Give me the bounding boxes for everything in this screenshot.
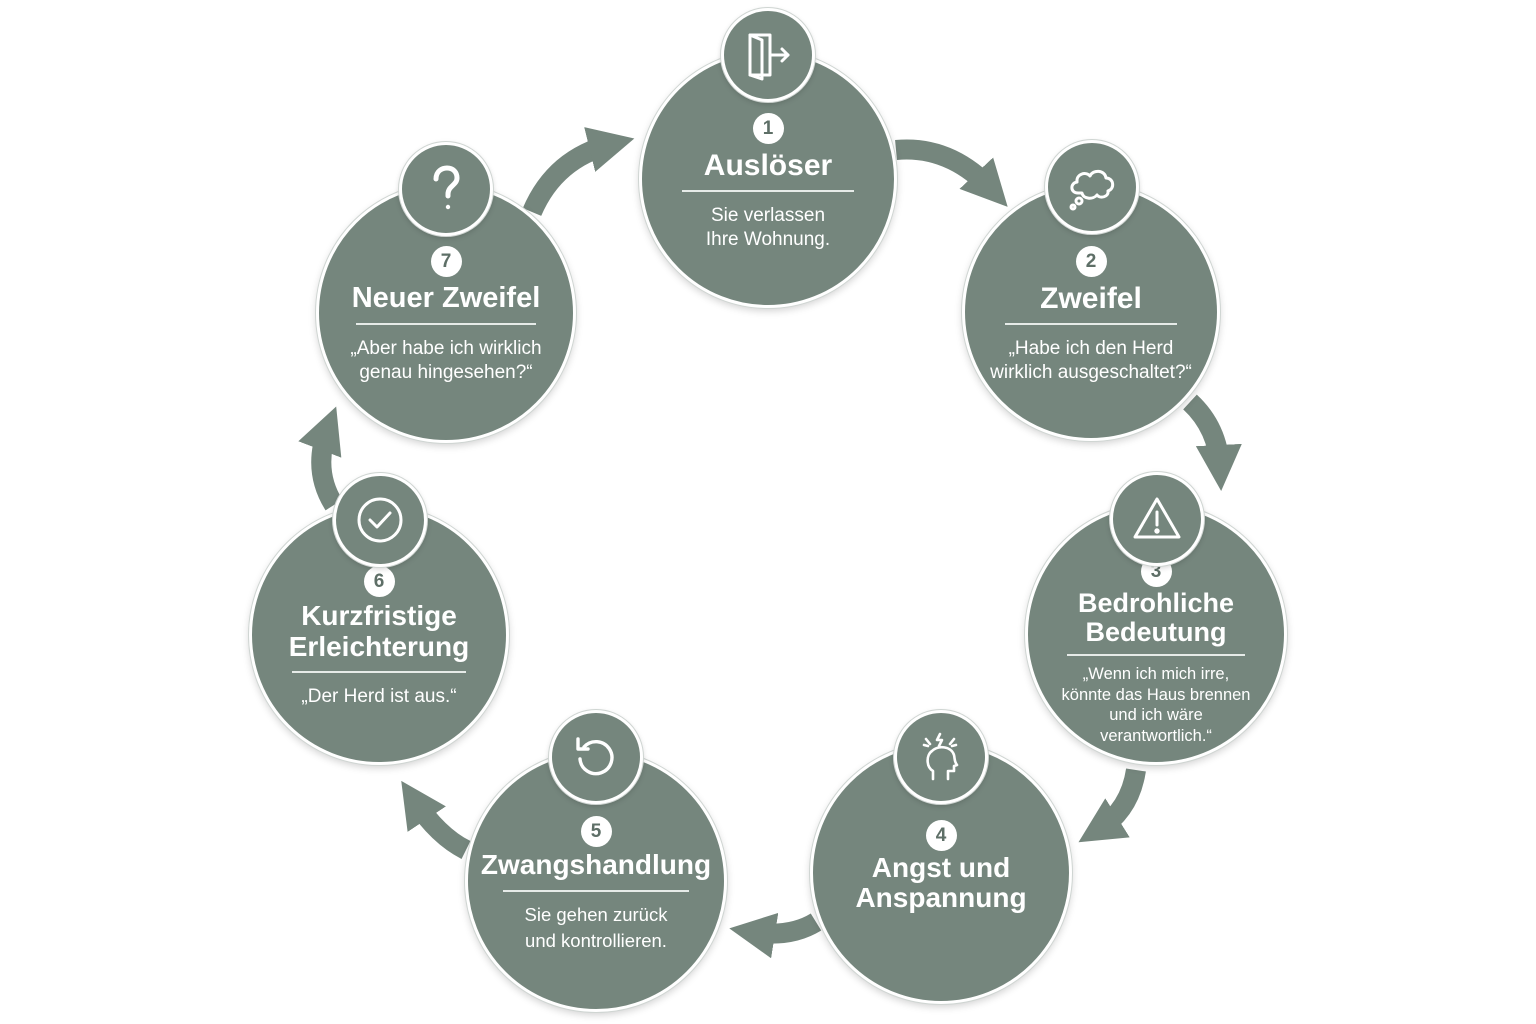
step-5-divider [503,890,689,892]
step-7-icon-badge [399,142,493,236]
step-4-icon-badge [894,710,988,804]
thought-bubble-icon [1069,169,1115,211]
stressed-head-icon [922,732,959,781]
step-6-description: „Der Herd ist aus.“ [301,686,457,707]
step-2-divider [1005,323,1177,325]
step-7-title: Neuer Zweifel [351,282,541,314]
repeat-arrow-icon [576,737,614,776]
step-4-number-badge: 4 [925,820,957,851]
warning-triangle-icon [1133,497,1181,539]
step-3-description: „Wenn ich mich irre, könnte das Haus bre… [1061,665,1251,745]
step-3-divider [1067,654,1245,656]
arrow-4-to-5 [729,912,822,959]
step-2-number-badge: 2 [1075,246,1107,277]
step-7-divider [356,323,536,325]
arrow-7-to-1 [522,127,635,217]
arrow-3-to-4 [1078,768,1146,843]
check-circle-icon [357,497,403,543]
step-2-description: „Habe ich den Herd wirklich ausgeschalte… [990,338,1192,383]
step-3-icon-badge [1110,472,1204,566]
step-5-title: Zwangshandlung [480,849,712,880]
step-7-description: „Aber habe ich wirklich genau hingesehen… [350,338,542,383]
step-5-description: Sie gehen zurück und kontrollieren. [524,904,668,951]
step-6-title: Kurzfristige Erleichterung [288,600,470,662]
step-6-divider [292,671,466,673]
step-1-title: Auslöser [703,149,833,182]
arrow-5-to-6 [401,780,471,859]
step-1-icon-badge [721,8,815,102]
step-2-icon-badge [1045,140,1139,234]
step-2-title: Zweifel [1040,282,1142,315]
step-3-title: Bedrohliche Bedeutung [1077,588,1235,647]
exit-door-icon [748,33,790,81]
step-7-number-badge: 7 [430,246,462,277]
step-4-title: Angst und Anspannung [855,852,1027,913]
step-5-icon-badge [549,710,643,804]
step-1-divider [682,190,854,192]
arrow-6-to-7 [298,406,343,511]
step-6-icon-badge [333,473,427,567]
arrow-1-to-2 [895,139,1008,207]
step-1-description: Sie verlassen Ihre Wohnung. [705,205,831,250]
arrow-2-to-3 [1182,394,1242,491]
question-mark-icon [433,165,460,210]
step-1-number-badge: 1 [752,113,784,144]
step-6-number-badge: 6 [363,566,395,597]
step-5-number-badge: 5 [580,816,612,847]
